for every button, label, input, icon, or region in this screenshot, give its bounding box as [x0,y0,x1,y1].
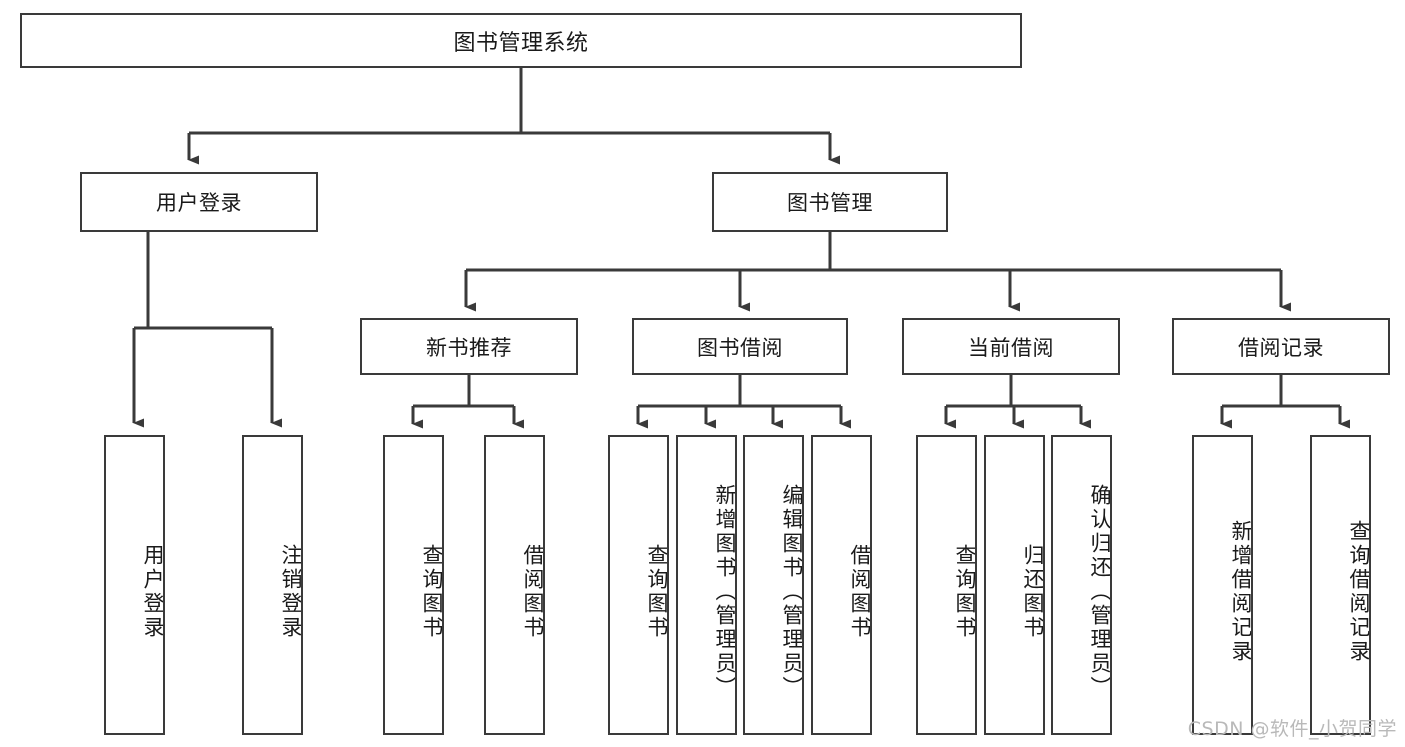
node-label: 借阅图书 [848,544,872,640]
node-label: 图书管理 [787,191,873,215]
leaf-user-login[interactable]: 用户登录 [104,435,165,735]
node-label: 查询图书 [953,544,977,640]
node-label: 图书管理系统 [453,30,589,56]
watermark-text: CSDN @软件_小贺同学 [1187,718,1397,740]
node-user-login[interactable]: 用户登录 [80,172,318,232]
leaf-add-book-admin[interactable]: 新增图书（管理员） [676,435,737,735]
leaf-borrow-book[interactable]: 借阅图书 [811,435,872,735]
node-label: 用户登录 [156,191,242,215]
node-label: 新增图书（管理员） [713,484,737,700]
leaf-borrow-book-recommend[interactable]: 借阅图书 [484,435,545,735]
node-current-borrow[interactable]: 当前借阅 [902,318,1120,375]
node-label: 新书推荐 [426,335,512,360]
leaf-confirm-return-admin[interactable]: 确认归还（管理员） [1051,435,1112,735]
leaf-query-book-recommend[interactable]: 查询图书 [383,435,444,735]
node-label: 借阅记录 [1238,335,1324,360]
node-label: 归还图书 [1021,544,1045,640]
leaf-logout[interactable]: 注销登录 [242,435,303,735]
node-label: 图书借阅 [697,335,783,360]
leaf-query-book-borrow[interactable]: 查询图书 [608,435,669,735]
node-root-system[interactable]: 图书管理系统 [20,13,1022,68]
node-label: 新增借阅记录 [1229,520,1253,664]
node-label: 用户登录 [141,544,165,640]
node-book-borrow[interactable]: 图书借阅 [632,318,848,375]
leaf-query-borrow-record[interactable]: 查询借阅记录 [1310,435,1371,735]
node-new-book-recommend[interactable]: 新书推荐 [360,318,578,375]
node-label: 注销登录 [279,544,303,640]
node-label: 借阅图书 [521,544,545,640]
node-label: 当前借阅 [968,335,1054,360]
node-label: 查询借阅记录 [1347,520,1371,664]
leaf-return-book[interactable]: 归还图书 [984,435,1045,735]
node-label: 查询图书 [420,544,444,640]
leaf-add-borrow-record[interactable]: 新增借阅记录 [1192,435,1253,735]
node-label: 查询图书 [645,544,669,640]
leaf-query-book-current[interactable]: 查询图书 [916,435,977,735]
node-label: 编辑图书（管理员） [780,484,804,700]
node-book-management[interactable]: 图书管理 [712,172,948,232]
node-borrow-record[interactable]: 借阅记录 [1172,318,1390,375]
leaf-edit-book-admin[interactable]: 编辑图书（管理员） [743,435,804,735]
node-label: 确认归还（管理员） [1088,484,1112,700]
